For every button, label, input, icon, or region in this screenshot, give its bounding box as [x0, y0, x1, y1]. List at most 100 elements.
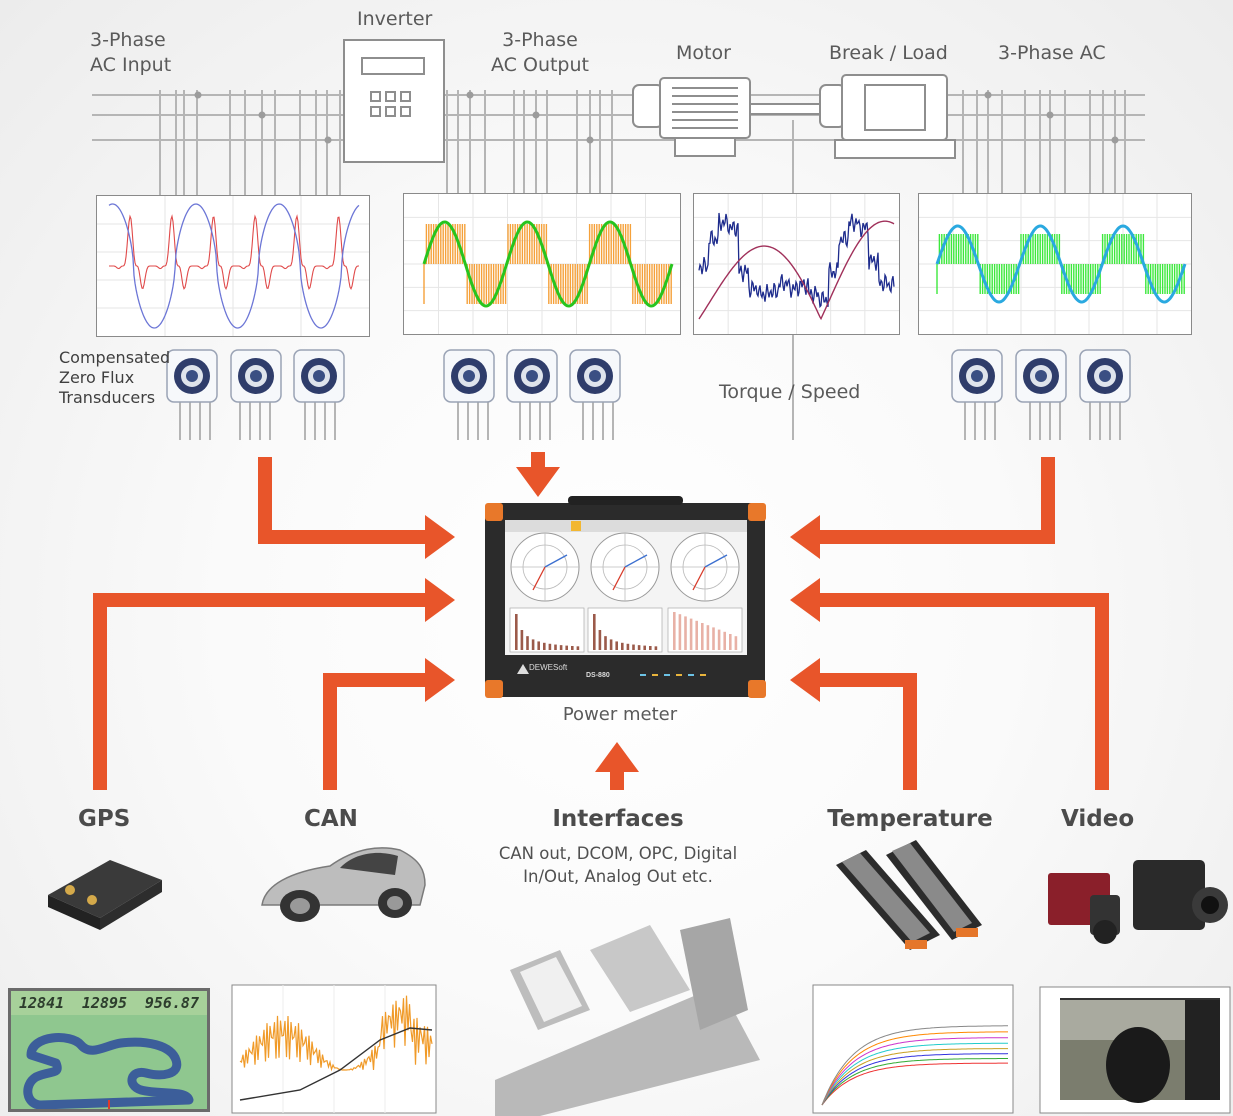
zero-flux-transducer	[293, 349, 345, 403]
harmonic-bar	[609, 639, 613, 650]
wire-junction	[258, 111, 266, 119]
can-signal-trace	[239, 995, 433, 1072]
bumper-corner	[748, 680, 766, 698]
harmonic-bar	[643, 645, 646, 650]
inverter-display	[361, 57, 425, 75]
zero-flux-transducer	[569, 349, 621, 403]
zero-flux-transducer	[506, 349, 558, 403]
harmonic-bar	[554, 644, 557, 650]
wire-junction	[532, 111, 540, 119]
brake-load-label: Break / Load	[829, 42, 948, 64]
gps-label: GPS	[78, 806, 131, 832]
arrow-left-ac	[258, 457, 430, 544]
harmonic-bar	[626, 643, 630, 650]
arrow-head	[425, 578, 455, 622]
input-current-scope	[96, 195, 370, 337]
harmonic-bar	[559, 645, 563, 650]
harmonic-bar	[531, 639, 535, 650]
toolbar-button	[571, 521, 581, 531]
inverter-key	[370, 106, 381, 117]
can-chart	[231, 984, 437, 1114]
gps-side	[48, 895, 100, 930]
speed-trace	[698, 212, 895, 309]
temp-end-cap	[905, 940, 927, 949]
motor-label: Motor	[676, 42, 731, 64]
temperature-series	[821, 1062, 1008, 1106]
harmonic-bar	[649, 646, 652, 650]
temperature-series	[821, 1058, 1008, 1106]
transducer-core	[971, 370, 983, 382]
temperature-series	[821, 1042, 1008, 1106]
transducer-core	[526, 370, 538, 382]
harmonic-bar	[537, 641, 540, 650]
device-brand: DEWESoft	[529, 663, 568, 672]
right-ac-scope	[918, 193, 1192, 335]
inverter-key	[385, 106, 396, 117]
video-label: Video	[1061, 806, 1135, 832]
dewesoft-logo-icon	[517, 664, 529, 674]
harmonic-bar	[729, 634, 732, 650]
arrow-head	[790, 515, 820, 559]
harmonic-bar	[717, 629, 721, 650]
status-led	[652, 674, 658, 676]
wire-junction	[1046, 111, 1054, 119]
transducers-label: Compensated Zero Flux Transducers	[59, 348, 171, 407]
harmonic-bar	[571, 646, 574, 650]
arrow-head	[595, 742, 639, 772]
gps-track-map	[23, 1033, 194, 1109]
can-label: CAN	[304, 806, 358, 832]
output-pwm-scope	[403, 193, 681, 335]
brake-base	[834, 139, 956, 159]
arrow-right-ac	[820, 457, 1055, 544]
screen-toolbar	[505, 520, 747, 532]
station-screen-face	[520, 957, 582, 1022]
wire-junction	[466, 91, 474, 99]
harmonic-bar	[548, 643, 552, 650]
torque-speed-scope	[693, 193, 900, 335]
gps-side	[100, 880, 162, 930]
status-led	[700, 674, 706, 676]
motor-icon	[632, 77, 821, 157]
arrow-head	[516, 467, 560, 497]
harmonic-bar	[695, 620, 698, 650]
bumper-corner	[748, 503, 766, 521]
inverter-key	[400, 106, 411, 117]
phasor	[692, 566, 706, 591]
phasor	[612, 566, 626, 591]
phasor	[624, 554, 648, 568]
inverter-label: Inverter	[357, 8, 433, 30]
control-station-illustration	[495, 918, 760, 1116]
harmonic-bar	[576, 646, 580, 650]
harmonic-bar	[706, 625, 710, 650]
wire-junction	[984, 91, 992, 99]
transducer-core	[186, 370, 198, 382]
zero-flux-transducer	[230, 349, 282, 403]
temperature-series	[821, 1031, 1008, 1106]
harmonic-bar	[604, 636, 607, 650]
car-hub	[387, 896, 403, 910]
gps-readout-value: 12895	[81, 994, 128, 1012]
harmonic-bar	[678, 614, 682, 650]
bumper-corner	[485, 503, 503, 521]
gps-antenna-port	[87, 895, 97, 905]
race-tire	[1106, 1027, 1170, 1103]
temperature-module-icon	[836, 840, 982, 950]
torque-trace	[698, 220, 895, 321]
brake-panel	[864, 84, 926, 131]
harmonic-bar	[734, 636, 738, 650]
temp-module-panel	[842, 853, 930, 942]
output-pwm-plot	[404, 194, 680, 334]
harmonic-bar	[543, 642, 546, 650]
harmonic-bar	[654, 646, 658, 650]
camera-lens-glass	[1201, 896, 1219, 914]
carry-handle	[568, 496, 683, 505]
harmonic-bar	[526, 636, 529, 650]
ac-right-label: 3-Phase AC	[998, 42, 1106, 64]
transducer-core	[463, 370, 475, 382]
temperature-series	[821, 1025, 1008, 1106]
arrow-temperature	[820, 673, 917, 790]
ac-input-label: 3-Phase AC Input	[90, 29, 172, 76]
interfaces-description: CAN out, DCOM, OPC, Digital In/Out, Anal…	[498, 844, 738, 887]
